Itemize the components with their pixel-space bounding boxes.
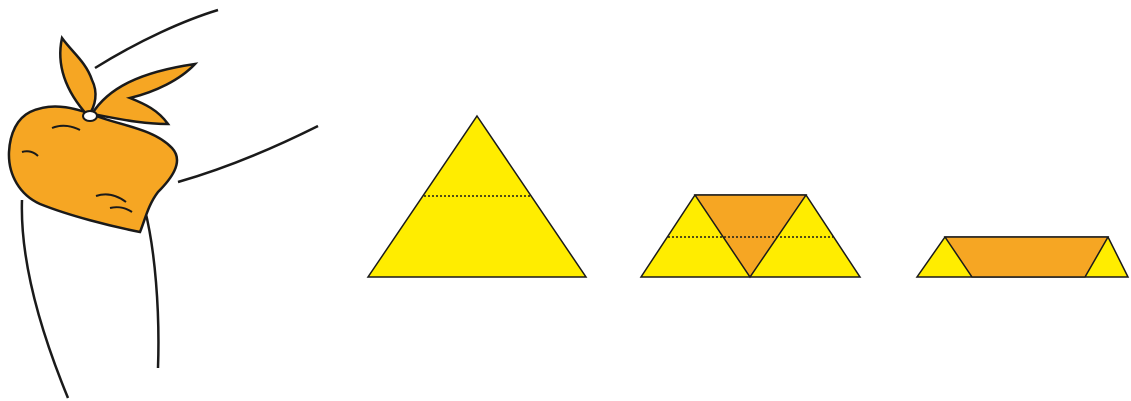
bandage-ear-left: [60, 38, 95, 116]
triangle-bandage-folded-twice: [917, 237, 1128, 277]
bandage-ear-right: [92, 64, 195, 124]
triangle-bandage-unfolded: [368, 116, 586, 277]
head-back-line: [178, 126, 318, 182]
bandage-wrap: [9, 106, 177, 232]
triangle-bandage-folded-once: [641, 195, 860, 277]
head-bandage-illustration: [9, 10, 318, 398]
neck-left-line: [22, 200, 68, 398]
bandage-knot: [83, 111, 97, 121]
neck-right-line: [145, 210, 158, 368]
cravat-strip-fold: [945, 237, 1108, 277]
head-top-line: [95, 10, 218, 68]
